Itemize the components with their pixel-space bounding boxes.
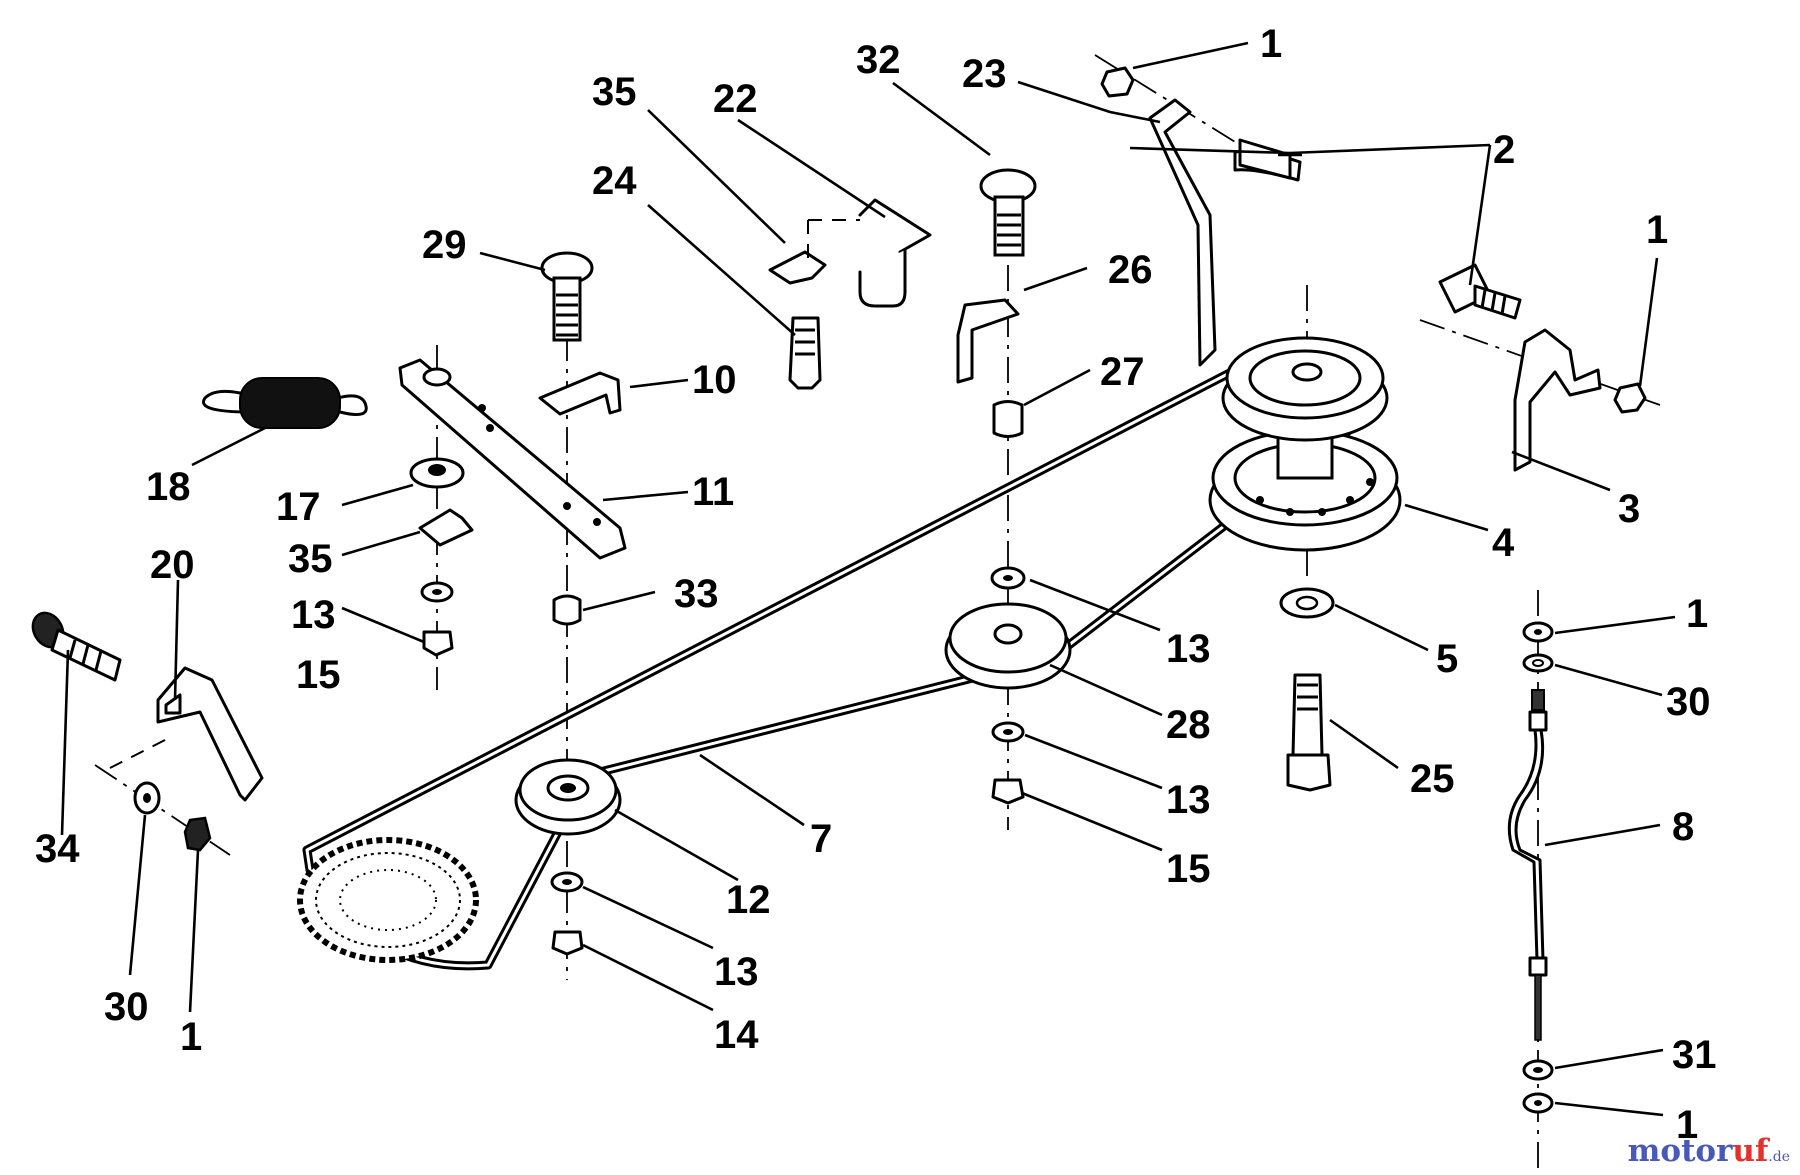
callout-15-b: 15 [1166, 847, 1211, 891]
watermark-part1: motor [1627, 1133, 1733, 1169]
spring-18 [202, 377, 368, 429]
callout-1-rmid: 1 [1686, 592, 1708, 636]
idler-hardware-stack [550, 871, 584, 956]
bolt-24-brackets [768, 198, 932, 390]
callout-13-d: 13 [714, 950, 759, 994]
callout-17: 17 [276, 485, 321, 529]
center-hardware-stack [990, 566, 1026, 805]
callout-33: 33 [674, 572, 719, 616]
callout-13-c: 13 [1166, 778, 1211, 822]
callout-30-right: 30 [1666, 680, 1711, 724]
callout-25: 25 [1410, 757, 1455, 801]
callout-29: 29 [422, 223, 467, 267]
callout-28: 28 [1166, 703, 1211, 747]
callout-1-bottom: 1 [1676, 1103, 1698, 1147]
callout-13-b: 13 [1166, 627, 1211, 671]
callout-12: 12 [726, 878, 771, 922]
callout-1-top: 1 [1260, 22, 1282, 66]
callout-35-top: 35 [592, 70, 637, 114]
callout-8: 8 [1672, 805, 1694, 849]
callout-4: 4 [1492, 521, 1515, 565]
callout-7: 7 [810, 817, 832, 861]
leader-lines [60, 41, 1676, 1117]
rod-23 [1100, 66, 1302, 367]
bolt-29-bracket-10 [538, 251, 622, 626]
callout-15-a: 15 [296, 653, 341, 697]
callout-30-left: 30 [104, 985, 149, 1029]
callout-35-mid: 35 [288, 537, 333, 581]
left-hardware-stack [409, 457, 474, 657]
callout-3: 3 [1618, 487, 1640, 531]
callout-1-left: 1 [180, 1015, 202, 1059]
callout-22: 22 [713, 77, 758, 121]
callout-18: 18 [146, 465, 191, 509]
callout-11: 11 [692, 470, 734, 514]
callout-5: 5 [1436, 637, 1458, 681]
callout-23: 23 [962, 52, 1007, 96]
callout-14: 14 [714, 1013, 759, 1057]
callout-2: 2 [1493, 128, 1515, 172]
watermark-part2: uf [1732, 1133, 1769, 1169]
bolt-32-bracket-26 [956, 168, 1037, 438]
callout-27: 27 [1100, 350, 1145, 394]
idler-pulley-12 [514, 758, 622, 836]
watermark-logo: motoruf.de [1628, 1133, 1790, 1169]
rod-8 [1507, 621, 1554, 1114]
double-pulley-4 [1208, 336, 1402, 552]
watermark-part3: .de [1768, 1149, 1790, 1165]
callout-10: 10 [692, 358, 737, 402]
callouts: 1 23 32 35 22 2 1 24 29 26 10 27 18 17 1… [35, 22, 1717, 1147]
callout-31: 31 [1672, 1033, 1717, 1077]
callout-26: 26 [1108, 248, 1153, 292]
sprocket [297, 837, 479, 963]
callout-32: 32 [856, 38, 901, 82]
lever-20 [31, 611, 264, 852]
callout-34: 34 [35, 827, 80, 871]
idler-arm-11 [398, 358, 627, 560]
callout-13-a: 13 [291, 593, 336, 637]
callout-20: 20 [150, 543, 195, 587]
pulley-28 [944, 602, 1072, 690]
callout-1-right: 1 [1646, 208, 1668, 252]
washer-5-bolt-25 [1279, 587, 1335, 792]
callout-24: 24 [592, 159, 637, 203]
rod-3-bolt-2 [1438, 263, 1647, 472]
